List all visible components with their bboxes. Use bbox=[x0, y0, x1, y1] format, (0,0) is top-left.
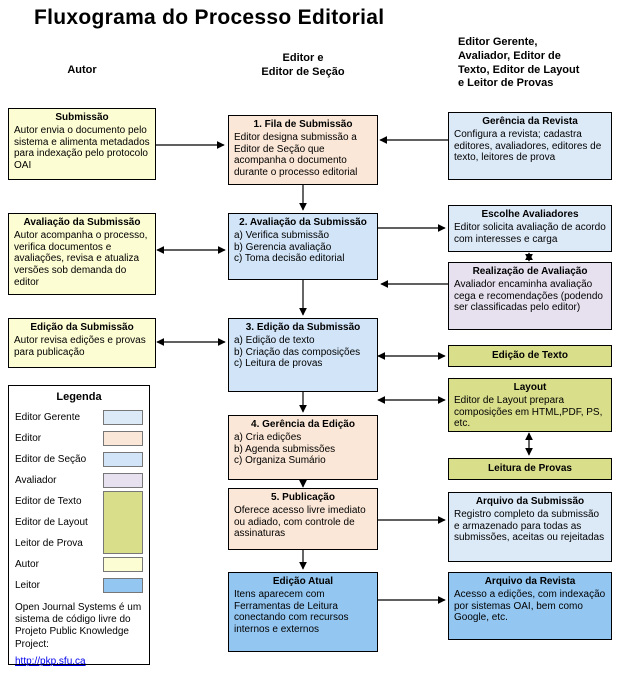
box-title: Edição da Submissão bbox=[30, 322, 134, 333]
legend-item: Editor de Seção bbox=[9, 449, 149, 470]
legend-label: Leitor de Prova bbox=[15, 538, 83, 549]
legend-label: Editor bbox=[15, 433, 42, 444]
legend-label: Leitor bbox=[15, 580, 41, 591]
flow-box-edicao-da-submissao-autor: Edição da Submissão Autor revisa edições… bbox=[8, 318, 156, 368]
legend-swatch bbox=[103, 512, 143, 533]
legend-item: Autor bbox=[9, 554, 149, 575]
box-title: Escolhe Avaliadores bbox=[481, 209, 579, 220]
box-body: Registro completo da submissão e armazen… bbox=[454, 508, 605, 544]
legend-label: Editor Gerente bbox=[15, 412, 81, 423]
legend: Legenda Editor Gerente Editor Editor de … bbox=[8, 385, 150, 667]
legend-item: Editor bbox=[9, 428, 149, 449]
flow-box-layout: Layout Editor de Layout prepara composiç… bbox=[448, 378, 612, 432]
flow-box-gerencia-da-revista: Gerência da Revista Configura a revista;… bbox=[448, 112, 612, 180]
box-body: a) Edição de texto b) Criação das compos… bbox=[234, 334, 361, 370]
legend-item: Leitor bbox=[9, 575, 149, 596]
flow-box-arquivo-da-submissao: Arquivo da Submissão Registro completo d… bbox=[448, 492, 612, 562]
legend-swatch bbox=[103, 452, 143, 467]
box-title: Arquivo da Submissão bbox=[475, 496, 585, 507]
box-body: Editor de Layout prepara composições em … bbox=[454, 394, 603, 430]
legend-item: Leitor de Prova bbox=[9, 533, 149, 554]
box-title: Leitura de Provas bbox=[488, 463, 572, 475]
box-title: 2. Avaliação da Submissão bbox=[239, 217, 367, 228]
legend-item: Editor Gerente bbox=[9, 407, 149, 428]
flow-box-avaliacao-da-submissao: 2. Avaliação da Submissão a) Verifica su… bbox=[228, 213, 378, 280]
box-body: Acesso a edições, com indexação por sist… bbox=[454, 588, 606, 624]
box-title: Edição Atual bbox=[272, 576, 334, 587]
legend-item: Editor de Layout bbox=[9, 512, 149, 533]
legend-swatch bbox=[103, 473, 143, 488]
box-body: Autor acompanha o processo, verifica doc… bbox=[14, 229, 148, 288]
box-title: Realização de Avaliação bbox=[472, 266, 588, 277]
box-title: 1. Fila de Submissão bbox=[253, 119, 353, 130]
legend-label: Editor de Texto bbox=[15, 496, 82, 507]
box-title: Submissão bbox=[55, 112, 109, 123]
box-body: Oferece acesso livre imediato ou adiado,… bbox=[234, 504, 366, 540]
flow-box-fila-de-submissao: 1. Fila de Submissão Editor designa subm… bbox=[228, 115, 378, 185]
legend-label: Avaliador bbox=[15, 475, 57, 486]
box-body: Autor envia o documento pelo sistema e a… bbox=[14, 124, 150, 172]
flow-box-gerencia-da-edicao: 4. Gerência da Edição a) Cria edições b)… bbox=[228, 415, 378, 480]
box-title: Edição de Texto bbox=[492, 350, 568, 362]
flow-box-publicacao: 5. Publicação Oferece acesso livre imedi… bbox=[228, 488, 378, 550]
legend-swatch bbox=[103, 533, 143, 554]
box-title: 4. Gerência da Edição bbox=[251, 419, 355, 430]
flow-box-submissao: Submissão Autor envia o documento pelo s… bbox=[8, 108, 156, 180]
flow-box-leitura-de-provas: Leitura de Provas bbox=[448, 458, 612, 480]
box-body: Configura a revista; cadastra editores, … bbox=[454, 128, 602, 164]
legend-swatch bbox=[103, 410, 143, 425]
legend-footer-text: Open Journal Systems é um sistema de cód… bbox=[15, 602, 142, 650]
flow-box-arquivo-da-revista: Arquivo da Revista Acesso a edições, com… bbox=[448, 572, 612, 640]
legend-label: Autor bbox=[15, 559, 39, 570]
legend-label: Editor de Seção bbox=[15, 454, 87, 465]
legend-item: Editor de Texto bbox=[9, 491, 149, 512]
column-header-editor: Editor e Editor de Seção bbox=[261, 52, 345, 78]
legend-swatch bbox=[103, 578, 143, 593]
box-body: Autor revisa edições e provas para publi… bbox=[14, 334, 146, 358]
column-header-gerente: Editor Gerente, Avaliador, Editor de Tex… bbox=[458, 36, 580, 90]
column-header-autor: Autor bbox=[67, 64, 97, 76]
flow-box-realizacao-de-avaliacao: Realização de Avaliação Avaliador encami… bbox=[448, 262, 612, 330]
box-body: Editor designa submissão a Editor de Seç… bbox=[234, 131, 358, 179]
flow-box-escolhe-avaliadores: Escolhe Avaliadores Editor solicita aval… bbox=[448, 205, 612, 252]
page-title: Fluxograma do Processo Editorial bbox=[34, 6, 385, 29]
box-title: Layout bbox=[513, 382, 547, 393]
box-body: a) Verifica submissão b) Gerencia avalia… bbox=[234, 229, 345, 265]
pkp-link[interactable]: http://pkp.sfu.ca bbox=[15, 655, 86, 667]
box-body: Editor solicita avaliação de acordo com … bbox=[454, 221, 606, 245]
flow-box-avaliacao-da-submissao-autor: Avaliação da Submissão Autor acompanha o… bbox=[8, 213, 156, 295]
box-title: 3. Edição da Submissão bbox=[245, 322, 361, 333]
legend-item: Avaliador bbox=[9, 470, 149, 491]
legend-swatch bbox=[103, 557, 143, 572]
flow-box-edicao-atual: Edição Atual Itens aparecem com Ferramen… bbox=[228, 572, 378, 652]
box-body: Itens aparecem com Ferramentas de Leitur… bbox=[234, 588, 349, 636]
legend-swatch bbox=[103, 431, 143, 446]
legend-label: Editor de Layout bbox=[15, 517, 88, 528]
flow-box-edicao-da-submissao: 3. Edição da Submissão a) Edição de text… bbox=[228, 318, 378, 392]
legend-title: Legenda bbox=[56, 391, 102, 403]
box-body: a) Cria edições b) Agenda submissões c) … bbox=[234, 431, 336, 467]
box-title: Avaliação da Submissão bbox=[23, 217, 141, 228]
flow-box-edicao-de-texto: Edição de Texto bbox=[448, 345, 612, 367]
box-body: Avaliador encaminha avaliação cega e rec… bbox=[454, 278, 603, 314]
box-title: Arquivo da Revista bbox=[484, 576, 576, 587]
legend-swatch bbox=[103, 491, 143, 512]
box-title: 5. Publicação bbox=[271, 492, 335, 503]
box-title: Gerência da Revista bbox=[482, 116, 578, 127]
